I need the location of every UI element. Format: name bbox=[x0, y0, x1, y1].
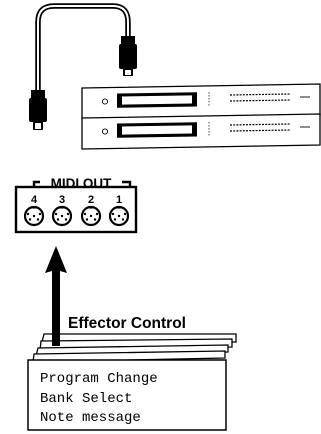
rack-unit-icon bbox=[81, 83, 321, 150]
midi-out-panel: MIDI OUT 4 3 2 1 bbox=[14, 176, 138, 234]
midi-port-1 bbox=[108, 205, 130, 227]
port-number-2: 2 bbox=[88, 194, 94, 206]
port-number-3: 3 bbox=[59, 194, 65, 206]
cable-plug-left bbox=[29, 90, 47, 130]
rack-unit-2 bbox=[81, 113, 321, 150]
port-number-4: 4 bbox=[31, 194, 38, 206]
message-card-stack: Program Change Bank Select Note message bbox=[27, 333, 237, 431]
effector-control-title: Effector Control bbox=[68, 315, 186, 332]
cable-plug-right bbox=[119, 36, 137, 76]
port-number-1: 1 bbox=[116, 194, 122, 206]
up-arrow-icon bbox=[45, 246, 67, 346]
rack-unit-1 bbox=[81, 83, 321, 120]
message-note: Note message bbox=[40, 410, 141, 426]
midi-port-4 bbox=[23, 205, 45, 227]
midi-port-3 bbox=[51, 205, 73, 227]
midi-cable-icon bbox=[29, 3, 137, 130]
message-program-change: Program Change bbox=[40, 371, 158, 387]
message-bank-select: Bank Select bbox=[40, 391, 132, 407]
midi-port-2 bbox=[80, 205, 102, 227]
midi-out-label: MIDI OUT bbox=[51, 176, 112, 191]
